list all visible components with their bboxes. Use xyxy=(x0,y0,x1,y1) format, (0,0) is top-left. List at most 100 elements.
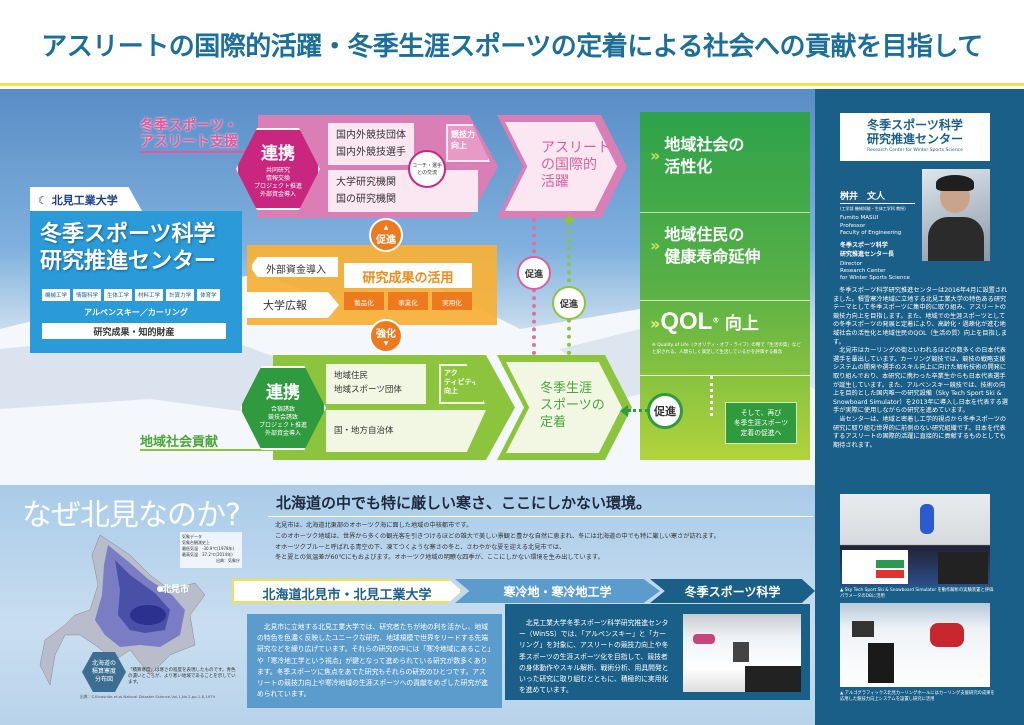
field-tag: 材料工学 xyxy=(135,289,164,301)
research-items: 製品化 事業化 実用化 xyxy=(344,292,472,310)
weather-line: 最低気温 -30.9℃(1978年) xyxy=(182,546,235,551)
arrow-left-icon xyxy=(620,405,628,417)
university-pr-label: 大学広報 xyxy=(247,292,339,318)
weather-line: 最高気温 37.2℃(2014年) xyxy=(182,552,233,557)
winss-text: 北見工業大学冬季スポーツ科学研究推進センター（WinSS）では、「アルペンスキー… xyxy=(519,619,669,695)
research-item: 事業化 xyxy=(388,292,428,310)
panel-title-box: 冬季スポーツ科学 研究推進センター Research Center for Wi… xyxy=(840,113,990,161)
field-list: 機械工学 情報科学 生体工学 材料工学 計算力学 体育学 xyxy=(42,289,220,301)
person-role-en: Director Research Center for Winter Spor… xyxy=(840,261,910,281)
university-research-box: 北見市に立地する北見工業大学では、研究者たちが地の利を活かし、地域の特色を色濃く… xyxy=(247,614,502,709)
qol-text: QOL xyxy=(660,308,713,335)
strengthen-badge: 強化▼ xyxy=(369,319,403,353)
hex-item: 外部資金導入 xyxy=(264,430,301,437)
research-use-title: 研究成果の活用 xyxy=(344,263,472,288)
hex-item: プロジェクト推進 xyxy=(258,422,307,429)
athlete-orgs-box: 国内外競技団体国内外競技選手 xyxy=(328,123,414,165)
research-item: 製品化 xyxy=(344,292,384,310)
outcomes-column: »地域社会の 活性化 »地域住民の 健康寿命延伸 »QOL® 向上 ※ Qual… xyxy=(640,112,810,460)
map-note: 「積算寒度」は寒さの程度を表現したものです。青色の濃いところが、より寒い地域であ… xyxy=(128,668,236,685)
panel-subtitle: Research Center for Winter Sports Scienc… xyxy=(867,148,963,153)
field-tag: 生体工学 xyxy=(104,289,133,301)
photo-screen xyxy=(938,552,988,584)
person-dept: (工学部 機械知能・生体工学科 教授) xyxy=(840,206,906,211)
why-line: このオホーツク地域は、世界から多くの観光客を引きつけるほどの雄大で美しい景観と豊… xyxy=(275,532,720,540)
person-role: 冬季スポーツ科学 研究推進センター長 xyxy=(840,242,895,258)
athlete-goal-text: アスリート の国際的 活躍 xyxy=(541,140,611,190)
org-item: 地域住民 xyxy=(334,371,369,381)
external-funding-label: 外部資金導入 xyxy=(250,255,340,279)
org-item: 国内外競技団体 xyxy=(336,130,406,141)
registered-mark: ® xyxy=(712,316,720,325)
return-arrow-connector xyxy=(628,409,648,413)
photo-caption-2: ▲ アルゴグラフィックス北見カーリングホールにはカーリング支援研究の成果を応用し… xyxy=(840,691,995,702)
outcome-text: 地域社会の 活性化 xyxy=(664,135,745,176)
field-tag: 計算力学 xyxy=(166,289,195,301)
org-item: 大学研究機関 xyxy=(336,177,396,188)
why-line: 北見市は、北海道北東部のオホーツク海に面した地域の中核都市です。 xyxy=(275,522,473,529)
again-note: そして、再び 冬季生涯スポーツ 定着の促進へ xyxy=(725,402,797,444)
qol-suffix: 向上 xyxy=(724,314,759,334)
divider xyxy=(268,516,813,517)
curling-photo xyxy=(840,603,990,687)
hex-title: 連携 xyxy=(261,144,295,164)
why-headline: 北海道の中でも特に厳しい寒さ、ここにしかない環境。 xyxy=(276,494,652,512)
header xyxy=(0,0,1024,86)
org-item: 国の研究機関 xyxy=(336,194,396,205)
qol-note: ※ Quality of Life（クオリティ・オブ・ライフ）の略で「生活の質」… xyxy=(652,343,801,355)
university-tab: ☾ 北見工業大学 xyxy=(30,187,142,211)
weather-line: 気象データ xyxy=(182,534,202,539)
residents-box: 地域住民地域スポーツ団体 xyxy=(326,364,426,404)
coach-exchange-badge: コーチ・選手 との交流 xyxy=(408,150,446,188)
director-photo xyxy=(922,169,990,261)
photo-camera xyxy=(868,643,894,683)
hex-title: 連携 xyxy=(266,383,300,403)
why-title: なぜ北見なのか? xyxy=(22,498,241,533)
strengthen-text: 強化 xyxy=(376,329,396,340)
outcome-healthy-life: »地域住民の 健康寿命延伸 xyxy=(650,224,760,268)
university-name: 北見工業大学 xyxy=(51,194,118,207)
weather-data-box: 気象データ気象台観測史上最低気温 -30.9℃(1978年)最高気温 37.2℃… xyxy=(180,532,242,568)
promote-badge: ▲促進 xyxy=(369,218,403,252)
ski-simulator-photo xyxy=(840,494,990,586)
outcome-text: 地域住民の 健康寿命延伸 xyxy=(664,225,761,266)
university-logo-icon: ☾ xyxy=(38,194,48,207)
hex-item: プロジェクト推進 xyxy=(253,183,302,190)
field-tag: 体育学 xyxy=(197,289,220,301)
ribbon-segment-cold-region: 寒冷地・寒冷地工学 xyxy=(455,579,660,603)
divider xyxy=(140,449,280,451)
why-text: 北見市は、北海道北東部のオホーツク海に面した地域の中核都市です。 このオホーツク… xyxy=(275,521,813,564)
hokkaido-freezing-index-map xyxy=(39,534,206,685)
double-chevron-icon: » xyxy=(650,314,661,333)
kitami-city-label: 北見市 xyxy=(162,585,190,595)
white-dotted-connector xyxy=(710,376,714,416)
curling-research-photo xyxy=(683,614,801,692)
winss-box: 北見工業大学冬季スポーツ科学研究推進センター（WinSS）では、「アルペンスキー… xyxy=(505,604,810,700)
weather-line: 気象台観測史上 xyxy=(182,540,210,545)
page-title: アスリートの国際的活躍・冬季生涯スポーツの定着による社会への貢献を目指して xyxy=(41,32,983,62)
collaboration-hex-athlete: 連携 共同研究 情報交換 プロジェクト推進 外部資金導入 xyxy=(236,128,320,210)
divider xyxy=(640,212,810,213)
outcome-revitalization: »地域社会の 活性化 xyxy=(650,134,744,178)
center-box: 冬季スポーツ科学 研究推進センター 機械工学 情報科学 生体工学 材料工学 計算… xyxy=(30,211,242,353)
athlete-support-label: 冬季スポーツ・ アスリート支援 xyxy=(140,118,238,150)
photo-body xyxy=(928,217,984,261)
government-box: 国・地方自治体 xyxy=(326,410,486,452)
panel-title: 冬季スポーツ科学 研究推進センター xyxy=(866,118,963,146)
why-line: 冬と夏との気温差が60℃にもおよびます。オホーツク地域の明瞭な四季が、ここにしか… xyxy=(275,554,604,562)
photo-caption-1: ▲ Sky Tech Sport Ski & Snowboard Simulat… xyxy=(840,588,994,599)
field-tag: 機械工学 xyxy=(42,289,71,301)
research-item: 実用化 xyxy=(432,292,472,310)
org-item: 国内外競技選手 xyxy=(336,147,406,158)
double-chevron-icon: » xyxy=(650,236,661,255)
double-chevron-icon: » xyxy=(650,146,661,165)
photo-device xyxy=(733,642,749,662)
hex-item: 競技会誘致 xyxy=(267,414,298,421)
photo-people xyxy=(693,634,715,644)
promote-badge-pink: 促進 xyxy=(517,256,551,290)
photo-hair xyxy=(936,175,974,191)
org-item: 地域スポーツ団体 xyxy=(334,385,402,395)
person-name: 桝井 文人 xyxy=(840,192,886,202)
promote-badge-green: 促進 xyxy=(552,286,586,320)
outcome-qol: »QOL® 向上 xyxy=(650,308,759,336)
